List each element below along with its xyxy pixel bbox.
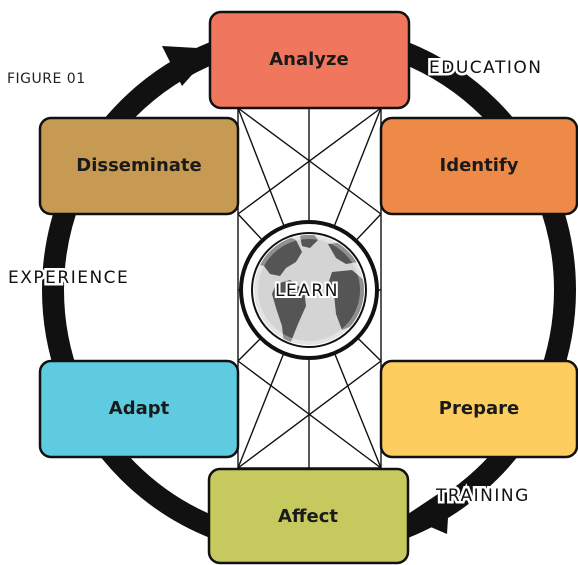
- box-prepare: [379, 359, 578, 459]
- step-affect: Affect: [207, 467, 410, 565]
- box-analyze-label: Analyze: [269, 49, 348, 70]
- center-globe: LEARN: [239, 220, 379, 360]
- box-adapt: [38, 359, 240, 459]
- step-prepare: Prepare: [379, 359, 578, 459]
- step-analyze: Analyze: [208, 10, 411, 110]
- figure-label: FIGURE 01: [7, 71, 86, 87]
- label-training: TRAINING: [435, 486, 530, 506]
- ring-arrowhead-bottom-icon: [405, 486, 450, 534]
- ring-arrowhead-top-icon: [162, 46, 215, 86]
- box-adapt-label: Adapt: [109, 398, 170, 419]
- label-education: EDUCATION: [429, 58, 542, 78]
- step-identify: Identify: [379, 116, 578, 216]
- step-disseminate: Disseminate: [38, 116, 240, 216]
- box-prepare-label: Prepare: [439, 398, 519, 419]
- label-experience: EXPERIENCE: [8, 268, 129, 288]
- box-disseminate: [38, 116, 240, 216]
- center-label: LEARN: [275, 281, 339, 301]
- box-identify-label: Identify: [440, 155, 519, 176]
- box-identify: [379, 116, 578, 216]
- box-affect: [207, 467, 410, 565]
- box-disseminate-label: Disseminate: [76, 155, 201, 176]
- step-adapt: Adapt: [38, 359, 240, 459]
- box-analyze: [208, 10, 411, 110]
- box-affect-label: Affect: [278, 506, 338, 527]
